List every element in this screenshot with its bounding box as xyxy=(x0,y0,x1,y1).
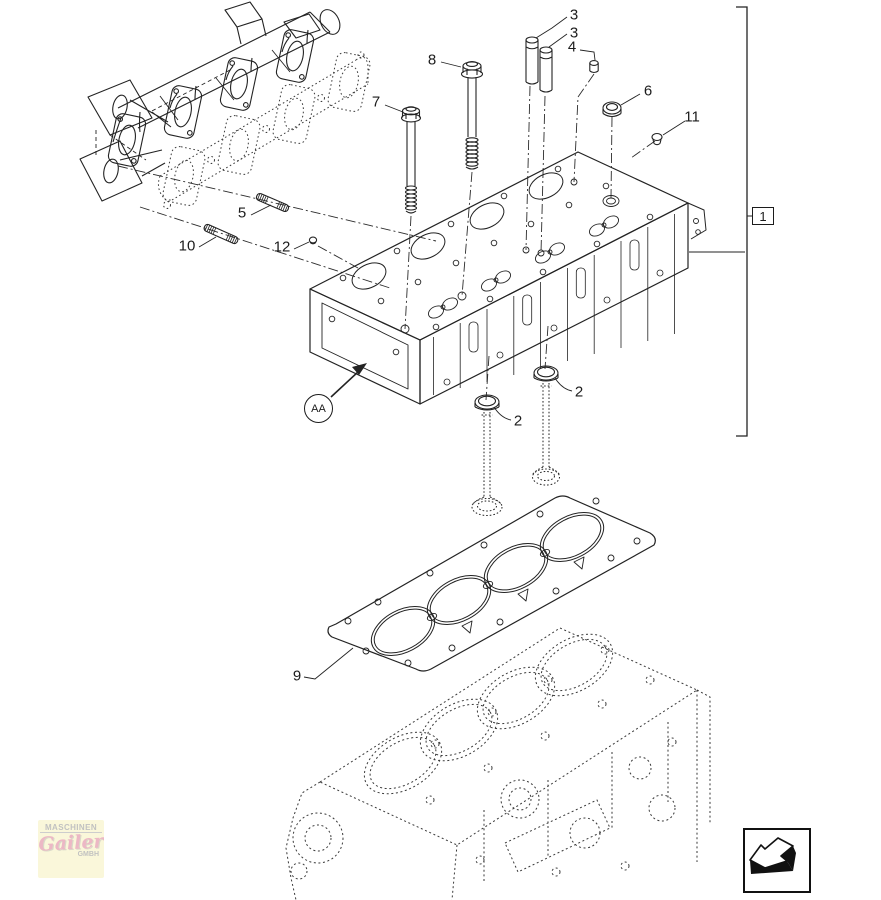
manifold-studs-drawing xyxy=(203,192,318,245)
watermark-line1: MASCHINEN xyxy=(40,820,102,833)
valve-guide-b xyxy=(539,46,553,93)
head-gasket-drawing xyxy=(327,495,656,672)
exhaust-manifold-drawing xyxy=(79,1,341,202)
callout-valve-guide-a: 3 xyxy=(569,6,579,24)
engine-block-drawing xyxy=(285,627,711,900)
head-bolts-drawing xyxy=(400,61,484,214)
valve-seat-lower xyxy=(474,394,500,411)
dowel-pin-drawing xyxy=(308,236,318,245)
callout-head-bolt-short: 7 xyxy=(371,93,381,111)
bolt-7 xyxy=(400,106,422,214)
callout-valve-seat-lower: 2 xyxy=(513,412,523,430)
assembly-ref-label: 1 xyxy=(759,208,767,224)
cylinder-head-drawing xyxy=(309,151,707,405)
detail-view-marker: AA xyxy=(304,394,333,423)
assembly-center-lines xyxy=(117,73,656,401)
watermark-script: Gailer xyxy=(38,830,104,856)
callout-tappet-plug: 4 xyxy=(567,38,577,56)
bolt-8 xyxy=(460,61,484,170)
dealer-watermark-logo: MASCHINEN Gailer GMBH xyxy=(38,820,104,878)
callout-head-gasket: 9 xyxy=(292,667,302,685)
tappet-plug xyxy=(589,60,599,74)
callout-head-bolt-long: 8 xyxy=(427,51,437,69)
callout-stud-upper: 5 xyxy=(237,204,247,222)
watermark-line3: GMBH xyxy=(77,851,99,858)
assembly-ref-box: 1 xyxy=(752,207,774,225)
view-marker-arrow xyxy=(330,363,367,398)
callout-valve-guide-b: 3 xyxy=(569,24,579,42)
callout-leader-lines xyxy=(198,16,745,680)
callout-valve-seat-upper: 2 xyxy=(574,383,584,401)
callout-small-plug: 11 xyxy=(684,108,700,126)
callout-stud-lower: 10 xyxy=(178,237,196,255)
callout-cup-plug: 6 xyxy=(643,82,653,100)
small-parts-drawing xyxy=(525,36,663,146)
callout-dowel-pin: 12 xyxy=(273,238,291,256)
cup-plug xyxy=(602,101,622,118)
manifold-gasket-drawing xyxy=(158,51,371,209)
valves-drawing xyxy=(471,365,561,516)
small-plug xyxy=(651,132,663,146)
detail-view-label: AA xyxy=(311,402,326,415)
valve-guide-a xyxy=(525,36,539,85)
assembly-group-bracket xyxy=(736,6,752,437)
valve-seat-upper xyxy=(533,365,559,382)
page-back-arrow-icon[interactable] xyxy=(743,828,811,893)
